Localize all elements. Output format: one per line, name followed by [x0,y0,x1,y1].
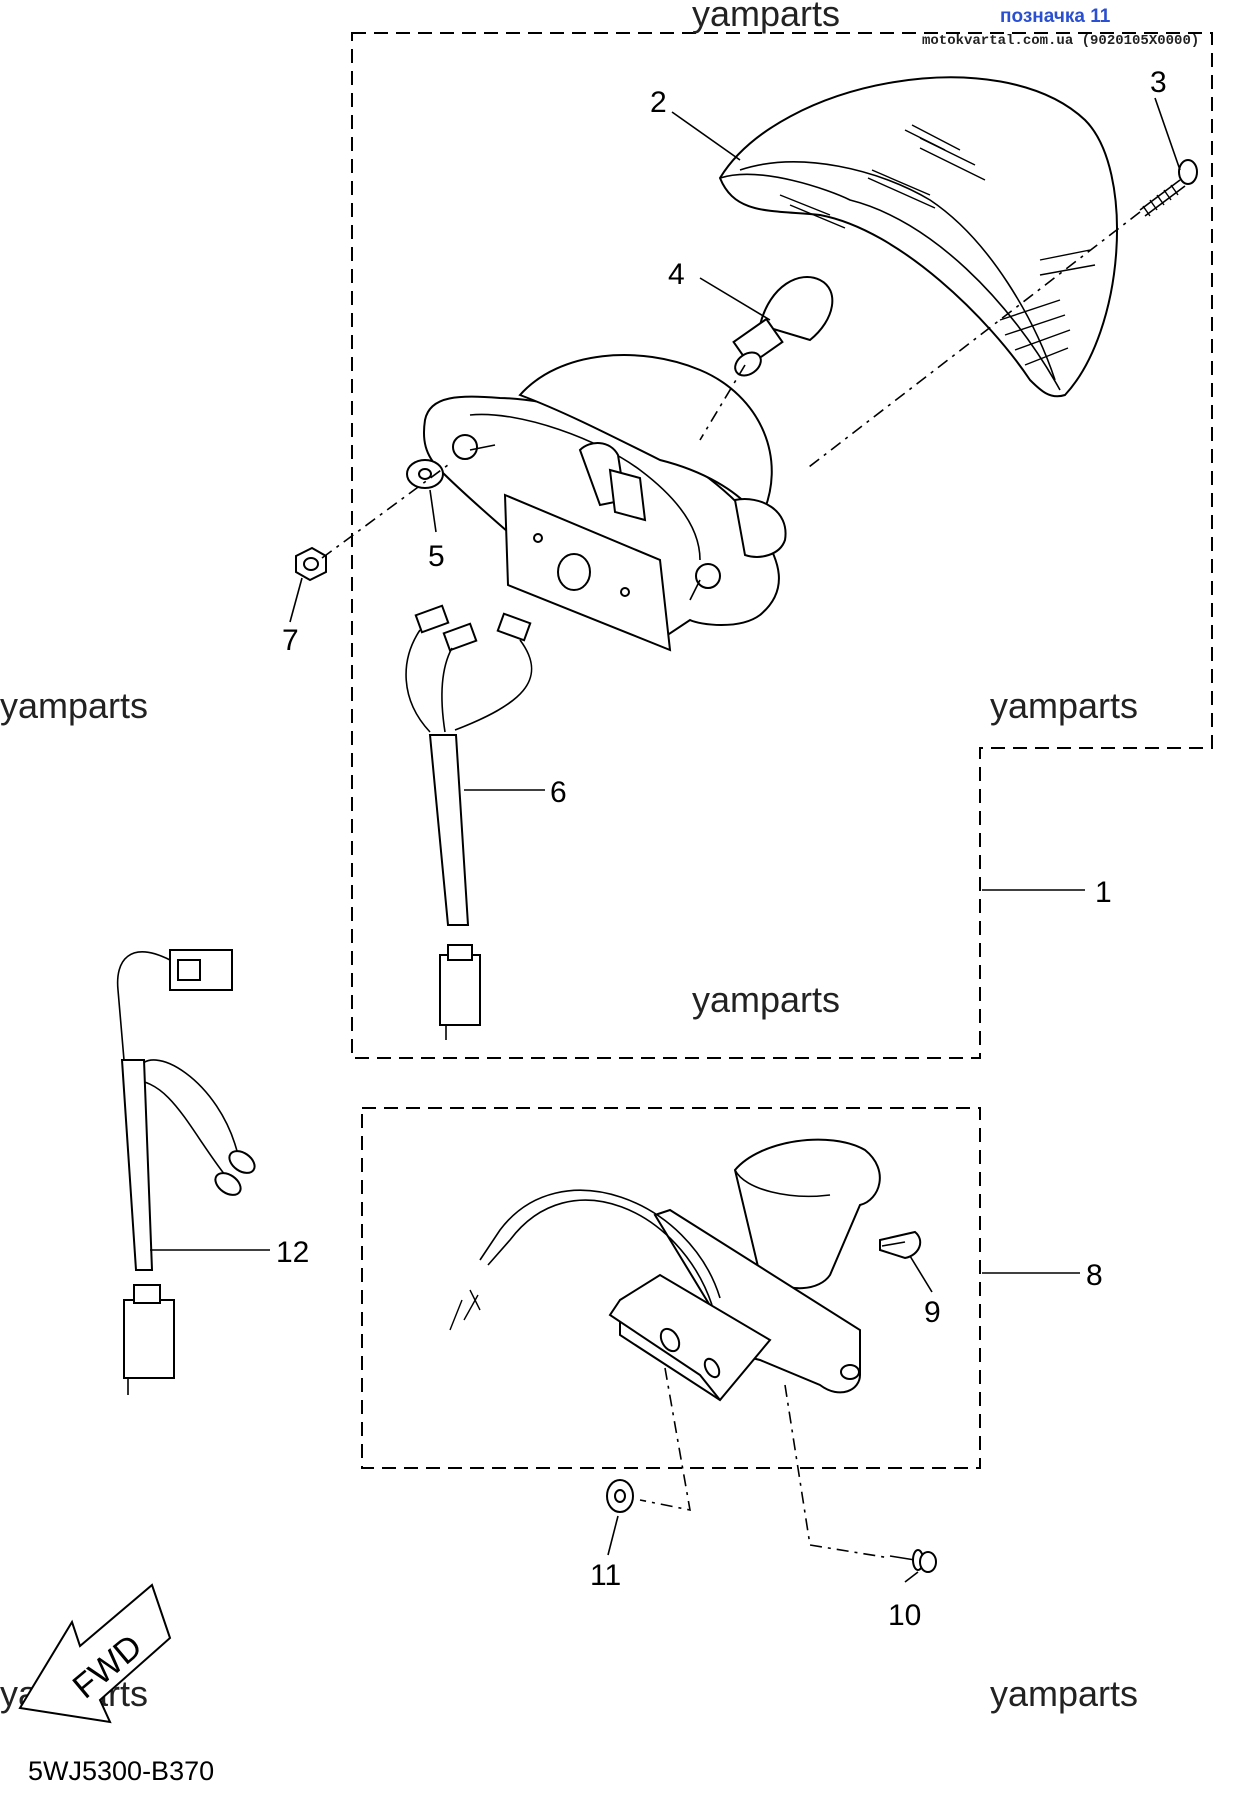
callout-leader-3 [1154,97,1181,171]
callout-leader-5 [429,489,437,533]
callout-6: 6 [550,776,567,809]
callout-3: 3 [1150,66,1167,99]
screw-alignment-line [784,1384,891,1559]
diagram-code: 5WJ5300-B370 [28,1756,214,1786]
callout-leader-9 [909,1255,933,1293]
nut-part [295,546,327,582]
washer-alignment-line [639,1367,691,1512]
callout-2: 2 [650,86,667,119]
watermark: yamparts [990,1673,1138,1714]
callout-10: 10 [888,1599,921,1632]
callout-4: 4 [668,258,685,291]
tail-lens-part [718,76,1118,398]
callout-7: 7 [282,624,299,657]
assembly-8-boundary [361,1107,981,1469]
callout-leader-2 [671,111,741,161]
washer-part [406,459,444,489]
callout-leader-4 [699,277,771,321]
watermark: yamparts [0,685,148,726]
callout-1: 1 [1095,876,1112,909]
watermark: yamparts [692,979,840,1020]
bracket-screw-part [889,1549,937,1573]
callout-9: 9 [924,1296,941,1329]
callout-12: 12 [276,1236,309,1269]
lens-screw-part [1139,159,1198,217]
callout-leader-11 [607,1515,619,1556]
callout-5: 5 [428,540,445,573]
lens-screw-alignment-line [804,211,1141,471]
callout-leader-10 [904,1571,919,1583]
license-bulb-part [879,1230,922,1260]
assembly-1-boundary [351,32,1213,1059]
watermark: yamparts [692,0,840,34]
lamp-harness-part [405,604,533,1040]
license-light-assembly-part [449,1138,881,1402]
extension-harness-part [116,949,256,1395]
callout-leader-7 [289,577,303,623]
bulb-alignment-line [699,364,746,441]
tail-housing-part [422,354,787,652]
callout-11: 11 [590,1559,621,1592]
header-label: позначка 11 [1000,6,1111,27]
header-source: motokvartal.com.ua (9020105X0000) [922,33,1199,49]
bulb-part [732,276,834,377]
watermark: yamparts [990,685,1138,726]
callout-8: 8 [1086,1259,1103,1292]
bracket-washer-part [606,1479,634,1513]
